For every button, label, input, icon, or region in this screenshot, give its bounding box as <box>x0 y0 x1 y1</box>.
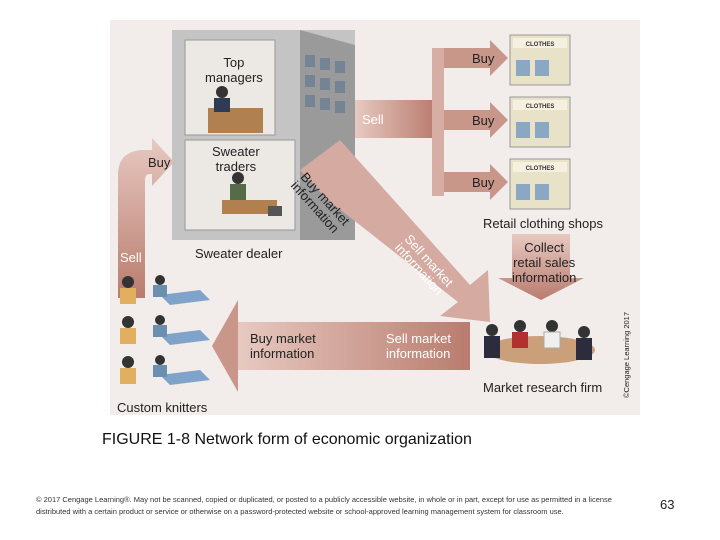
market-research-firm <box>484 320 595 364</box>
knitter-dealer-arrow <box>118 138 174 298</box>
retail-shops-label: Retail clothing shops <box>483 216 603 231</box>
sell-market-info-label: Sell market information <box>386 331 452 361</box>
diagonal-market-info-arrow <box>300 140 490 322</box>
figure-caption: FIGURE 1-8 Network form of economic orga… <box>102 431 472 448</box>
page-number: 63 <box>660 497 675 512</box>
market-info-horizontal-arrow <box>212 300 470 392</box>
custom-knitters <box>120 275 210 385</box>
sweater-dealer-label: Sweater dealer <box>195 246 283 261</box>
retail-shops: CLOTHES CLOTHES CLOTHES <box>509 34 571 210</box>
buy-label-1: Buy <box>472 51 495 66</box>
market-research-firm-label: Market research firm <box>483 380 603 395</box>
copyright-credit: ©Cengage Learning 2017 <box>622 311 631 398</box>
svg-text:CLOTHES: CLOTHES <box>526 104 555 110</box>
svg-text:CLOTHES: CLOTHES <box>526 166 555 172</box>
sell-top-label: Sell <box>362 112 384 127</box>
buy-label-3: Buy <box>472 175 495 190</box>
collect-info-label: Collect retail sales information <box>512 240 577 285</box>
sweater-traders-label: Sweater traders <box>212 144 260 174</box>
svg-text:CLOTHES: CLOTHES <box>526 42 555 48</box>
custom-knitters-label: Custom knitters <box>117 400 208 415</box>
buy-market-info-label: Buy market information <box>250 331 316 361</box>
top-managers-label: Top managers <box>205 55 263 85</box>
sell-arrow-to-shops <box>355 40 508 200</box>
sweater-dealer-building <box>172 30 355 240</box>
buy-label-2: Buy <box>472 113 495 128</box>
collect-info-arrow <box>498 234 584 300</box>
sell-left-label: Sell <box>120 250 142 265</box>
buy-left-label: Buy <box>148 155 171 170</box>
copyright-footer: © 2017 Cengage Learning®. May not be sca… <box>36 495 612 516</box>
